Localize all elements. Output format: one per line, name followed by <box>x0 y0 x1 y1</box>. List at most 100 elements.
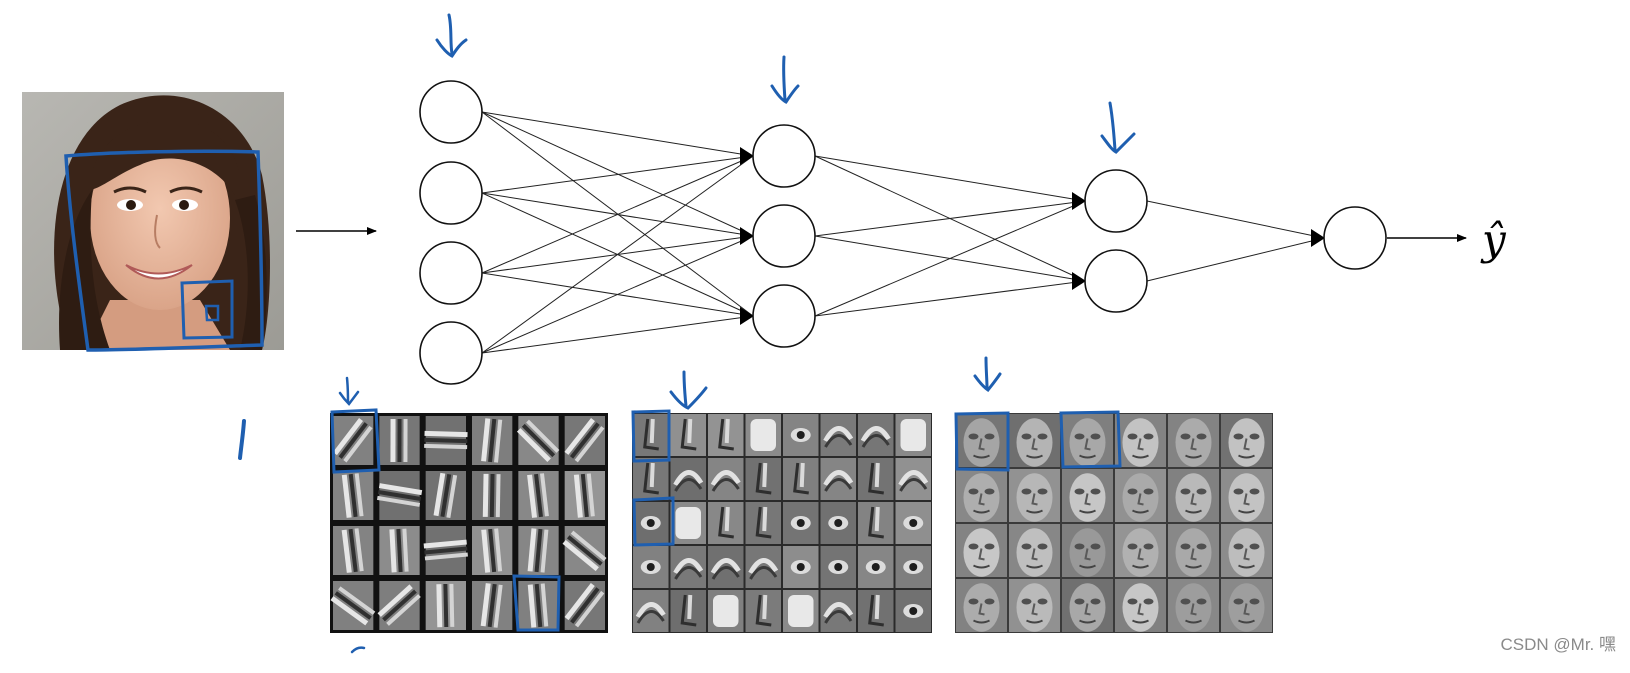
edge-arrowhead-l2n3 <box>740 307 754 325</box>
grid1-cell <box>472 416 513 465</box>
grid2-cell <box>745 590 781 632</box>
grid2-cell <box>895 458 931 500</box>
grid1-cell <box>425 581 466 630</box>
output-label: ŷ <box>1480 215 1507 264</box>
grid2-cell <box>670 590 706 632</box>
network-nodes <box>419 80 1387 385</box>
grid2-cell <box>820 458 856 500</box>
face-small-patch-outline <box>204 304 220 322</box>
edge-arrowhead-l2n2 <box>740 227 754 245</box>
network-connections <box>481 111 1325 354</box>
grid2-cell <box>858 502 894 544</box>
grid3-cell <box>956 524 1007 577</box>
grid3-cell <box>1062 469 1113 522</box>
grid2-cell <box>820 502 856 544</box>
edge-l1n4-l2n3 <box>481 315 754 354</box>
grid1-cell <box>379 526 420 575</box>
grid2-cell <box>783 414 819 456</box>
grid2-cell <box>820 414 856 456</box>
grid3-cell <box>1221 469 1272 522</box>
grid3-cell <box>1168 469 1219 522</box>
grid1-cell <box>564 416 605 465</box>
grid3-selection-box <box>954 411 1010 472</box>
grid2-annotation-arrow <box>669 370 708 410</box>
grid2-cell <box>783 458 819 500</box>
grid3-cell <box>1115 469 1166 522</box>
grid3-selection-box-2 <box>1059 410 1122 469</box>
grid2-cell <box>783 546 819 588</box>
grid3-cell <box>1221 524 1272 577</box>
grid1-annotation-arrow <box>338 376 360 406</box>
edge-l1n1-l2n1 <box>481 111 754 157</box>
edge-l2n2-l3n1 <box>814 200 1086 237</box>
grid2-cell <box>633 546 669 588</box>
grid3-cell <box>1009 414 1060 467</box>
grid1-cell <box>333 526 374 575</box>
grid1-cell <box>333 471 374 520</box>
grid3-cell <box>1009 579 1060 632</box>
grid1-cell <box>379 416 420 465</box>
grid2-cell <box>745 546 781 588</box>
face-photo-icon <box>22 92 284 350</box>
grid1-cell <box>518 526 559 575</box>
grid1-cell <box>562 526 607 575</box>
grid2-cell <box>745 458 781 500</box>
grid1-cell <box>425 471 466 520</box>
grid2-cell <box>633 414 669 456</box>
grid1-frame <box>330 413 608 633</box>
grid2-selection-box <box>631 409 671 463</box>
grid2-cell <box>895 590 931 632</box>
edge-l1n4-l2n1 <box>481 155 754 354</box>
edge-l1n2-l2n1 <box>481 155 754 194</box>
grid2-cell <box>858 458 894 500</box>
grid3-cell <box>1115 524 1166 577</box>
node-layer2-3 <box>752 284 816 348</box>
edge-l3n2-l4n1 <box>1146 237 1325 282</box>
grid3-cell <box>956 579 1007 632</box>
grid3-cell <box>1009 524 1060 577</box>
grid2-cell <box>895 502 931 544</box>
edge-l1n3-l2n1 <box>481 155 754 274</box>
node-layer3-2 <box>1084 249 1148 313</box>
layer-one-mark <box>238 419 246 460</box>
grid3-cell <box>956 469 1007 522</box>
grid2-selection-box-2 <box>632 496 675 547</box>
grid3-cell <box>1062 414 1113 467</box>
edge-arrowhead-l4n1 <box>1311 229 1325 247</box>
edge-arrowhead-l3n1 <box>1072 192 1086 210</box>
grid2-cell <box>708 458 744 500</box>
grid2-cell <box>670 502 706 544</box>
face-region-outline <box>64 149 264 352</box>
grid1-cell <box>472 581 513 630</box>
node-layer1-3 <box>419 241 483 305</box>
grid2-cell <box>820 546 856 588</box>
grid1-selection-box <box>330 408 381 474</box>
edge-arrowhead-l3n2 <box>1072 272 1086 290</box>
node-layer2-2 <box>752 204 816 268</box>
grid2-cell <box>745 414 781 456</box>
grid2-cell <box>895 414 931 456</box>
grid2-cell <box>858 590 894 632</box>
grid3-cell <box>1221 414 1272 467</box>
edge-l2n3-l3n1 <box>814 200 1086 317</box>
grid3-cell <box>1062 579 1113 632</box>
grid2-cell <box>745 502 781 544</box>
node-layer4-1 <box>1323 206 1387 270</box>
node-layer1-1 <box>419 80 483 144</box>
edge-l2n3-l3n2 <box>814 280 1086 317</box>
grid2-cell <box>783 502 819 544</box>
grid1-selection-box-2 <box>512 574 561 632</box>
node-layer1-2 <box>419 161 483 225</box>
grid3-cell <box>1009 469 1060 522</box>
grid2-cell <box>633 502 669 544</box>
grid1-cell <box>472 471 513 520</box>
edge-filters-grid-icon <box>330 413 608 633</box>
edge-l2n1-l3n1 <box>814 155 1086 202</box>
grid2-cell <box>708 546 744 588</box>
grid2-cell <box>783 590 819 632</box>
grid1-cell <box>564 471 605 520</box>
watermark: CSDN @Mr. 嘿 <box>1500 635 1616 654</box>
node-layer2-1 <box>752 124 816 188</box>
grid3-cell <box>1115 579 1166 632</box>
grid3-cell <box>1168 524 1219 577</box>
